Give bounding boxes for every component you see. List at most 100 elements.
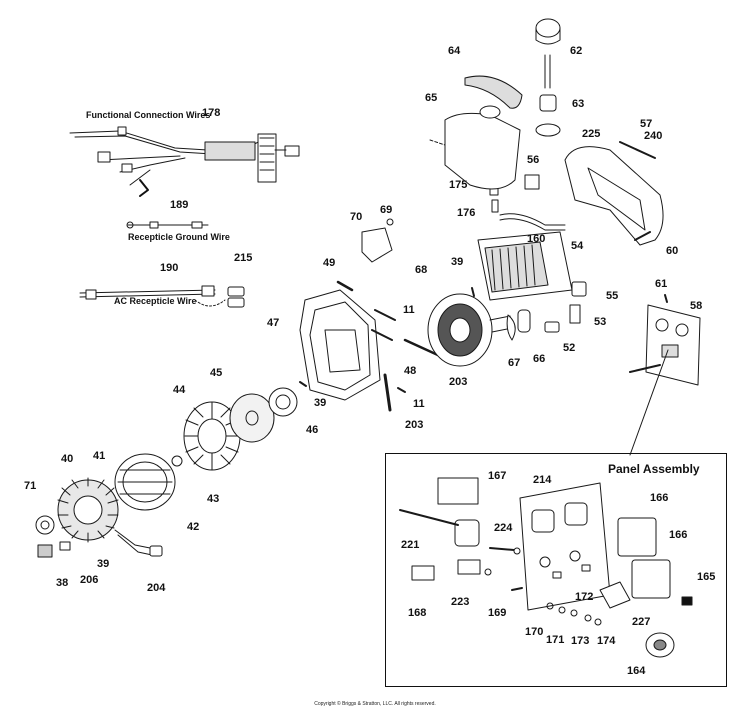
washer-71	[35, 515, 55, 535]
fitting-176	[491, 199, 499, 213]
wire-harness-178	[69, 126, 300, 197]
ac-recepticle-wire-label: AC Recepticle Wire	[114, 296, 197, 306]
part-number-41: 41	[93, 450, 106, 462]
part-70	[361, 227, 393, 263]
part-number-190: 190	[160, 262, 179, 274]
hose-160	[499, 213, 566, 226]
bolts-11	[371, 309, 396, 341]
part-number-223: 223	[451, 596, 470, 608]
screen-45	[229, 393, 275, 443]
part-number-240: 240	[644, 130, 663, 142]
part-number-206: 206	[80, 574, 99, 586]
part-63	[539, 94, 557, 112]
part-number-53: 53	[594, 316, 607, 328]
functional-connection-wires-label: Functional Connection Wires	[86, 110, 211, 120]
part-number-45: 45	[210, 367, 223, 379]
part-number-169: 169	[488, 607, 507, 619]
screw-61	[664, 294, 668, 303]
ac-wire-190	[79, 285, 226, 307]
strip-240	[619, 141, 656, 159]
part-number-189: 189	[170, 199, 189, 211]
part-number-166-lower: 166	[669, 529, 688, 541]
part-number-70: 70	[350, 211, 363, 223]
part-number-56: 56	[527, 154, 540, 166]
housing-47	[299, 289, 381, 401]
inverter-54	[477, 231, 573, 301]
part-number-42: 42	[187, 521, 200, 533]
part-number-166-upper: 166	[650, 492, 669, 504]
recepticle-ground-wire-label: Recepticle Ground Wire	[128, 232, 230, 242]
bolt-49	[336, 280, 354, 292]
part-number-204: 204	[147, 582, 166, 594]
part-number-39-lower: 39	[97, 558, 110, 570]
part-number-203-upper: 203	[449, 376, 468, 388]
part-number-48: 48	[404, 365, 417, 377]
stator-40	[57, 477, 153, 556]
part-206	[59, 541, 71, 551]
connector-204	[149, 545, 163, 557]
part-number-68: 68	[415, 264, 428, 276]
grommet-215	[227, 286, 245, 308]
part-number-168: 168	[408, 607, 427, 619]
rod-48	[403, 338, 442, 358]
screw-60	[634, 231, 651, 241]
part-number-173: 173	[571, 635, 590, 647]
panel-assembly-parts	[399, 477, 693, 658]
part-number-40: 40	[61, 453, 74, 465]
part-number-38: 38	[56, 577, 69, 589]
nut-43	[171, 455, 183, 467]
part-number-167: 167	[488, 470, 507, 482]
clip-55	[571, 281, 587, 297]
part-number-43: 43	[207, 493, 220, 505]
rotor-42	[114, 453, 176, 511]
part-number-178: 178	[202, 107, 221, 119]
part-number-164: 164	[627, 665, 646, 677]
panel-assembly-box	[385, 453, 727, 687]
gasket-225	[535, 123, 561, 137]
panel-58	[629, 304, 701, 456]
part-number-172: 172	[575, 591, 594, 603]
part-number-214: 214	[533, 474, 552, 486]
part-number-65: 65	[425, 92, 438, 104]
part-number-11-lower: 11	[413, 398, 425, 410]
part-number-171: 171	[546, 634, 565, 646]
part-number-55: 55	[606, 290, 619, 302]
part-number-57: 57	[640, 118, 653, 130]
part-number-61: 61	[655, 278, 668, 290]
part-number-174: 174	[597, 635, 616, 647]
rod-203	[383, 373, 392, 412]
part-number-69: 69	[380, 204, 393, 216]
part-66	[517, 309, 531, 333]
cap-62	[535, 18, 561, 89]
part-number-58: 58	[690, 300, 703, 312]
part-number-224: 224	[494, 522, 513, 534]
part-number-62: 62	[570, 45, 583, 57]
panel-assembly-title: Panel Assembly	[608, 462, 700, 476]
part-number-165: 165	[697, 571, 716, 583]
part-number-39-middle: 39	[314, 397, 327, 409]
fuel-tank-65	[429, 105, 521, 190]
part-number-63: 63	[572, 98, 585, 110]
part-number-170: 170	[525, 626, 544, 638]
part-number-160: 160	[527, 233, 546, 245]
frame-57	[564, 146, 664, 246]
copyright-notice: Copyright © Briggs & Stratton, LLC. All …	[314, 701, 436, 707]
part-number-60: 60	[666, 245, 679, 257]
part-number-46: 46	[306, 424, 319, 436]
part-number-64: 64	[448, 45, 461, 57]
part-38	[37, 544, 53, 558]
part-number-47: 47	[267, 317, 280, 329]
part-number-203-lower: 203	[405, 419, 424, 431]
part-53	[569, 304, 581, 324]
part-number-52: 52	[563, 342, 576, 354]
ground-wire-189	[126, 221, 209, 229]
part-67	[506, 314, 516, 341]
cover-64	[464, 75, 523, 109]
part-number-67: 67	[508, 357, 521, 369]
part-number-176: 176	[457, 207, 476, 219]
part-number-215: 215	[234, 252, 253, 264]
part-number-175: 175	[449, 179, 468, 191]
part-number-44: 44	[173, 384, 186, 396]
